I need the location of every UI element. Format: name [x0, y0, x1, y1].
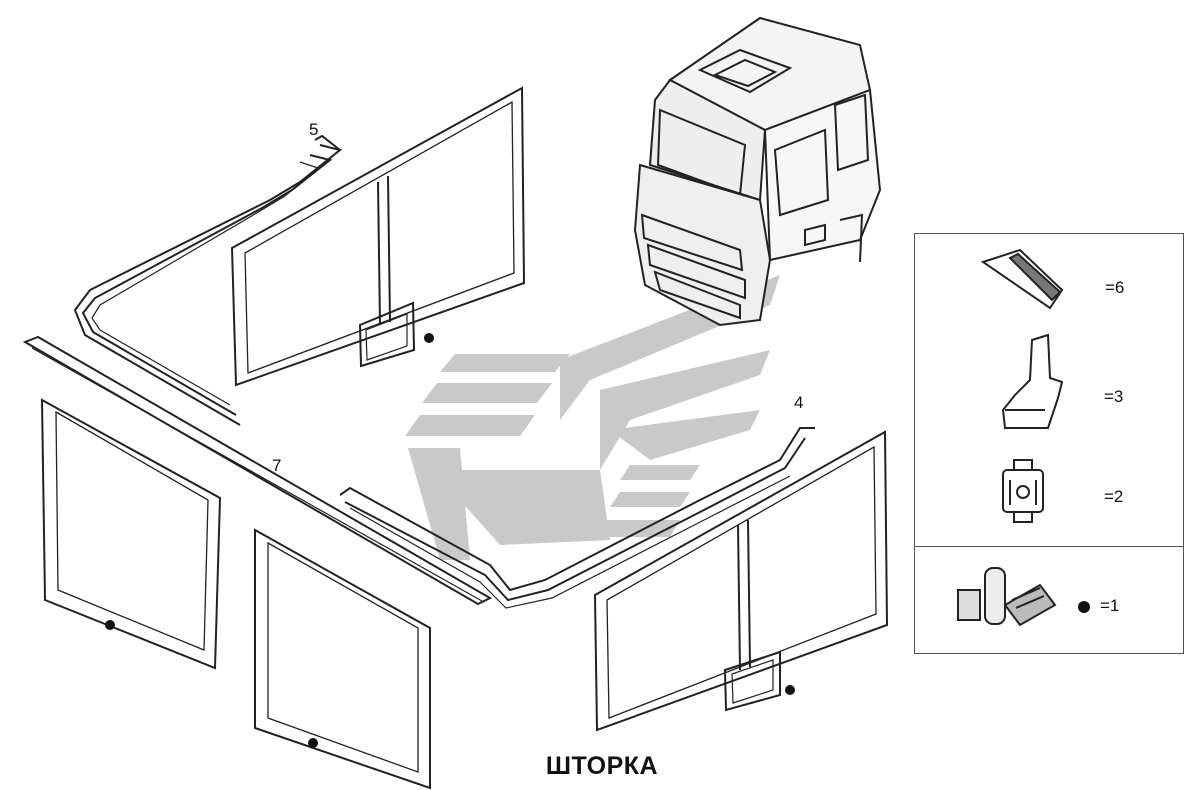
- marker-dot: [424, 333, 434, 343]
- window-frame-right: [593, 430, 889, 732]
- tape-strip-icon: [980, 248, 1064, 310]
- window-frame-upper: [230, 86, 526, 387]
- bracket-profile-icon: [1001, 333, 1064, 429]
- callout-4: 4: [794, 393, 804, 412]
- parts-legend: [914, 233, 1184, 654]
- callout-7: 7: [272, 456, 282, 475]
- seal-channel-4: [339, 427, 815, 609]
- diagram-title: ШТОРКА: [545, 752, 659, 780]
- legend-divider: [915, 546, 1183, 547]
- legend-value-kit: =1: [1100, 596, 1120, 615]
- legend-marker-dot: [1078, 601, 1090, 613]
- window-frame-middle: [254, 528, 431, 790]
- truck-cab-illustration: [633, 16, 882, 327]
- callout-5: 5: [309, 120, 319, 139]
- window-frame-left: [40, 398, 222, 670]
- clip-fastener-icon: [1002, 459, 1044, 523]
- consumables-kit-icon: [957, 567, 1057, 627]
- seal-strip-7: [22, 335, 493, 606]
- marker-dot: [105, 620, 115, 630]
- seal-channel-5: [73, 134, 343, 426]
- marker-dot: [308, 738, 318, 748]
- legend-value-bracket: =3: [1104, 387, 1124, 406]
- legend-value-clip: =2: [1104, 487, 1124, 506]
- legend-value-tape: =6: [1105, 278, 1125, 297]
- marker-dot: [785, 685, 795, 695]
